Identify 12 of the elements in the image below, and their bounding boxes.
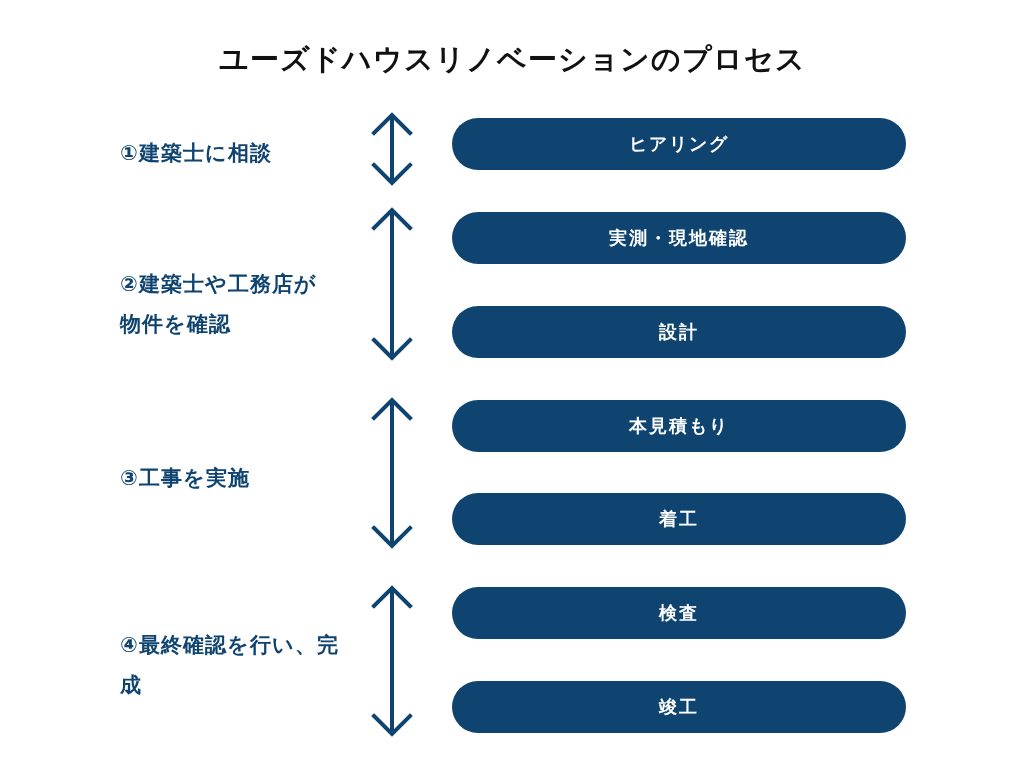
phase-label: ④最終確認を行い、完成 (120, 632, 340, 699)
step-pill: 竣工 (452, 681, 906, 733)
step-pill: 設計 (452, 306, 906, 358)
step-pill: 検査 (452, 587, 906, 639)
phase-label: ③工事を実施 (120, 465, 251, 492)
phase-label: ②建築士や工務店が物件を確認 (120, 271, 318, 338)
step-pill: 実測・現地確認 (452, 212, 906, 264)
step-pill: 本見積もり (452, 400, 906, 452)
step-pill: 着工 (452, 493, 906, 545)
step-pill: ヒアリング (452, 118, 906, 170)
phase-label: ①建築士に相談 (120, 140, 273, 167)
title: ユーズドハウスリノベーションのプロセス (217, 41, 807, 78)
